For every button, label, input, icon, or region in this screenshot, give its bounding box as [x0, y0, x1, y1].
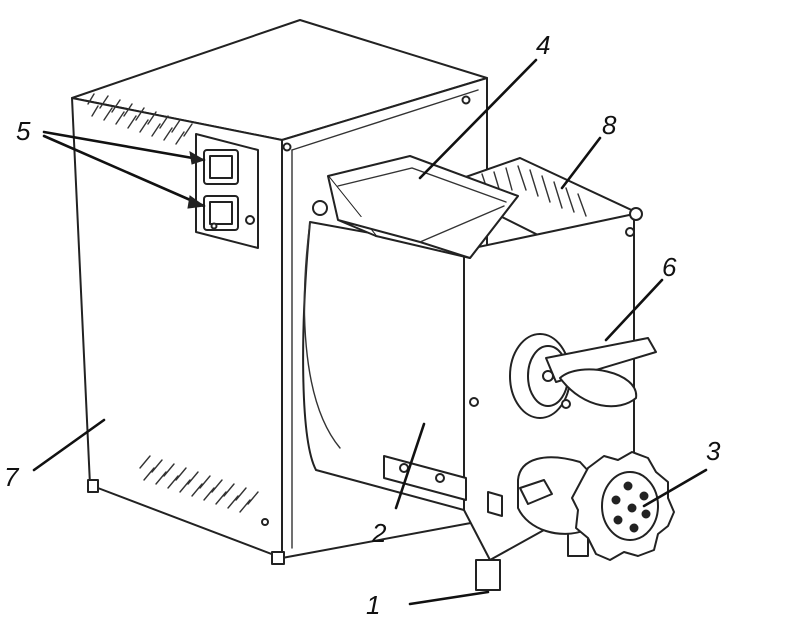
- leader-3: [642, 468, 708, 508]
- callout-3: 3: [706, 436, 721, 466]
- leader-5b: [42, 134, 206, 208]
- leader-8: [560, 136, 602, 190]
- callout-6: 6: [662, 252, 677, 282]
- leader-4: [418, 58, 538, 180]
- callout-labels: 1 2 3 4 5 6 7 8: [4, 30, 721, 620]
- callout-2: 2: [371, 518, 387, 548]
- leader-1: [408, 590, 490, 606]
- switch-panel: [195, 133, 259, 249]
- leader-2: [394, 422, 426, 510]
- callout-5: 5: [16, 116, 31, 146]
- side-vents-upper: [87, 93, 193, 145]
- callout-8: 8: [602, 110, 617, 140]
- extruder-body: [302, 157, 643, 591]
- leader-7: [32, 418, 106, 472]
- side-vents-lower: [139, 455, 259, 513]
- ring-nut: [571, 451, 675, 561]
- die-assembly: [517, 451, 675, 561]
- callout-4: 4: [536, 30, 550, 60]
- leader-lines: [32, 58, 708, 606]
- machine-foot: [475, 559, 501, 591]
- leader-5a: [42, 130, 206, 162]
- handle-assembly: [509, 333, 657, 419]
- callout-1: 1: [366, 590, 380, 620]
- hopper: [327, 155, 519, 259]
- callout-7: 7: [4, 462, 20, 492]
- leader-6: [604, 278, 664, 342]
